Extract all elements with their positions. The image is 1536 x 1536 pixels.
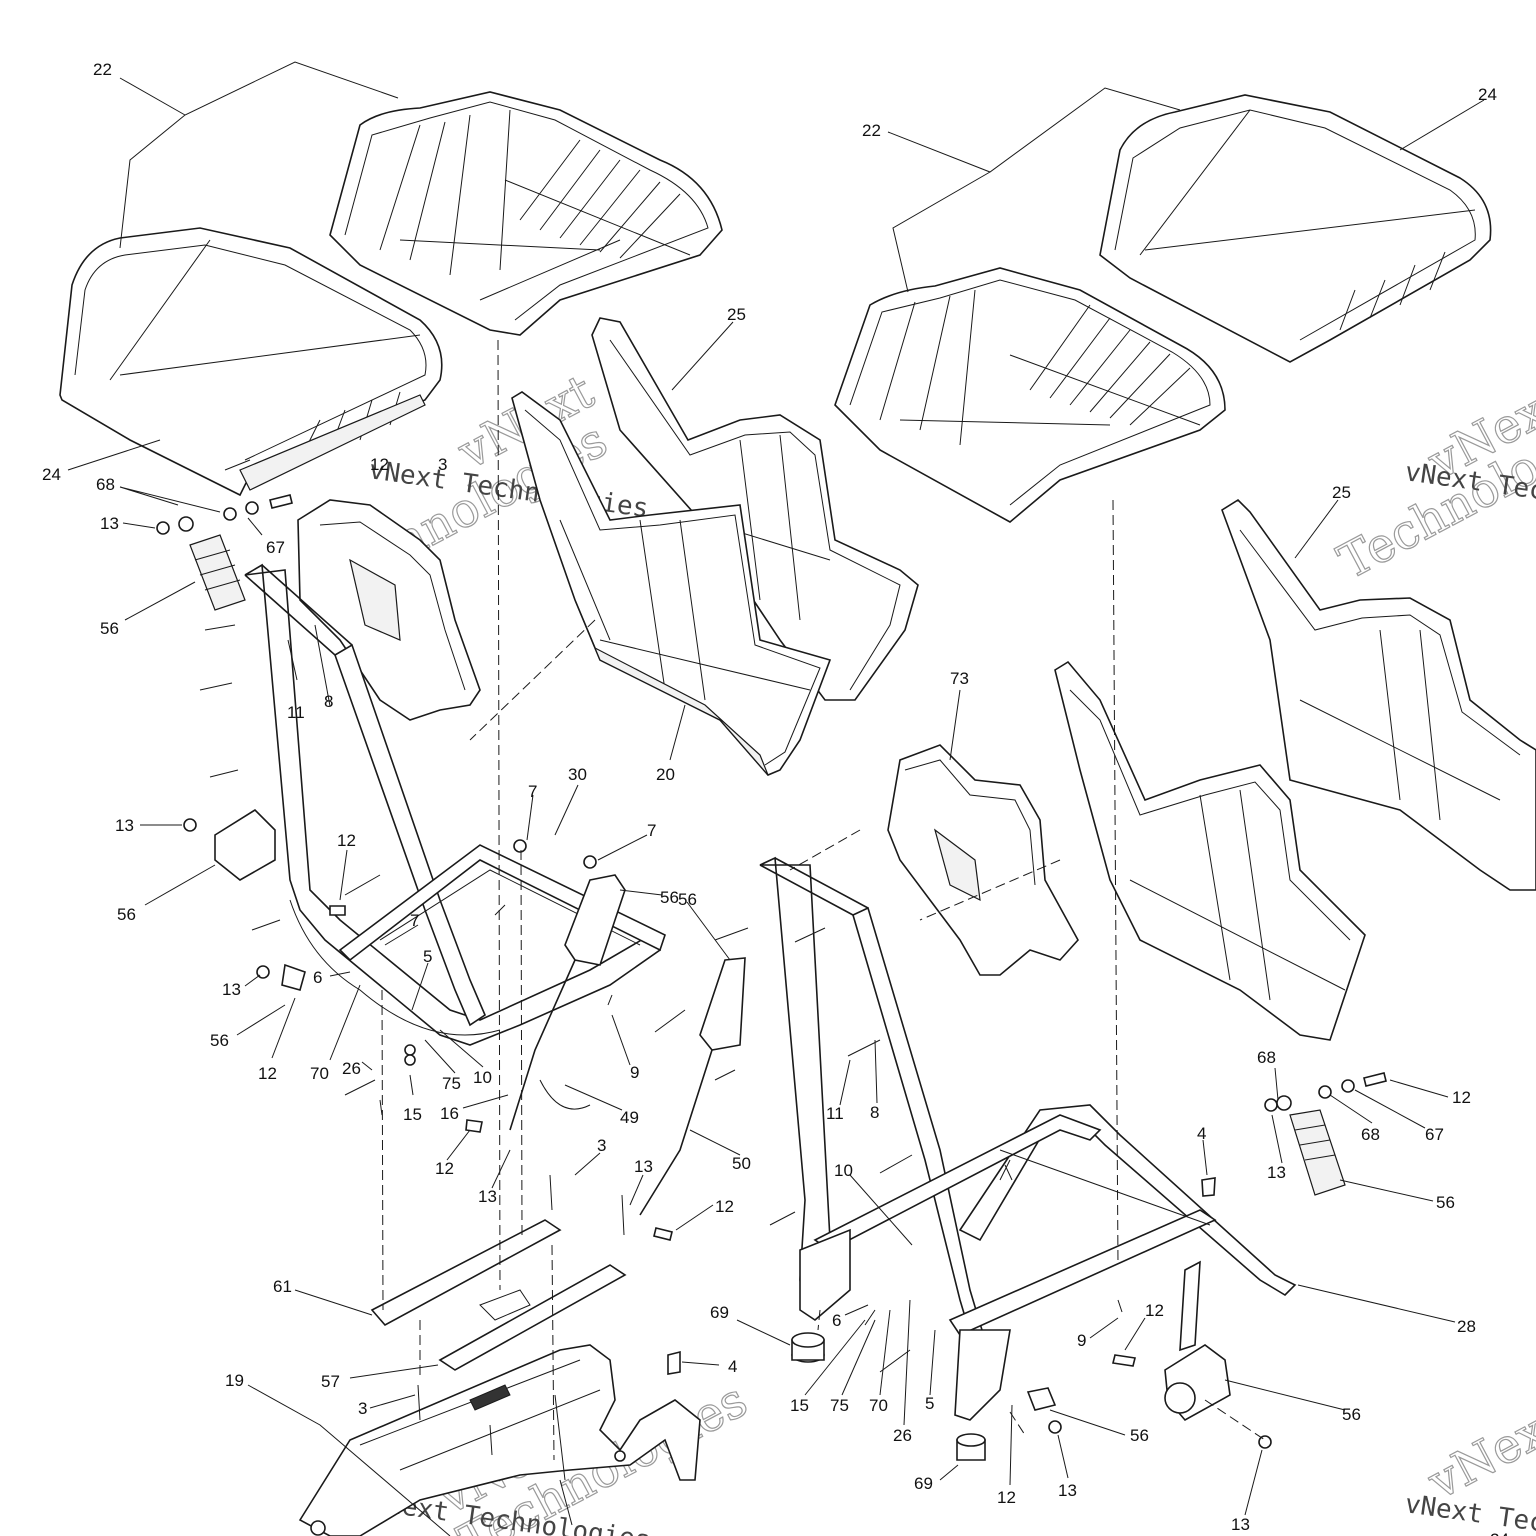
- callout-56: 56: [1342, 1405, 1361, 1424]
- callout-26: 26: [893, 1426, 912, 1445]
- callout-15: 15: [403, 1105, 422, 1124]
- leader-lines: [67, 61, 1485, 1536]
- callout-12: 12: [1452, 1088, 1471, 1107]
- callout-73: 73: [950, 669, 969, 688]
- seat-belt-50: [639, 957, 746, 1216]
- callout-49: 49: [620, 1108, 639, 1127]
- callout-13: 13: [222, 980, 241, 999]
- callout-13: 13: [100, 514, 119, 533]
- callout-10: 10: [473, 1068, 492, 1087]
- callout-11: 11: [826, 1104, 844, 1123]
- callout-11: 11: [287, 703, 305, 722]
- callout-70: 70: [310, 1064, 329, 1083]
- callout-7: 7: [528, 782, 537, 801]
- bolster-3-left: [297, 499, 481, 721]
- callout-8: 8: [870, 1103, 879, 1122]
- callout-75: 75: [442, 1074, 461, 1093]
- spacers-69: [791, 1332, 986, 1461]
- callout-70: 70: [869, 1396, 888, 1415]
- callout-56: 56: [678, 890, 697, 909]
- callout-12: 12: [1145, 1301, 1164, 1320]
- callout-3: 3: [438, 455, 447, 474]
- callout-69: 69: [710, 1303, 729, 1322]
- callout-4: 4: [1197, 1124, 1206, 1143]
- seat-cushion-right: [1099, 94, 1492, 363]
- callout-10: 10: [834, 1161, 853, 1180]
- callout-56: 56: [117, 905, 136, 924]
- callout-68: 68: [1361, 1125, 1380, 1144]
- callout-22: 22: [862, 121, 881, 140]
- callout-6: 6: [832, 1311, 841, 1330]
- callout-15: 15: [790, 1396, 809, 1415]
- callout-5: 5: [423, 947, 432, 966]
- callout-56: 56: [1436, 1193, 1455, 1212]
- seat-belt-49: [509, 874, 626, 1131]
- callout-13: 13: [478, 1187, 497, 1206]
- callout-28: 28: [1457, 1317, 1476, 1336]
- callout-12: 12: [997, 1488, 1016, 1507]
- seat-cushion-left: [59, 227, 443, 497]
- callout-3: 3: [358, 1399, 367, 1418]
- callout-13: 13: [1267, 1163, 1286, 1182]
- bolster-73-right: [887, 744, 1079, 976]
- callout-20: 20: [656, 765, 675, 784]
- callout-75: 75: [830, 1396, 849, 1415]
- callout-5: 5: [925, 1394, 934, 1413]
- callout-57: 57: [321, 1372, 340, 1391]
- callout-12: 12: [370, 455, 389, 474]
- callout-13: 13: [1231, 1515, 1250, 1534]
- callout-16: 16: [440, 1104, 459, 1123]
- hardware: [156, 494, 1387, 1536]
- callout-30: 30: [568, 765, 587, 784]
- callout-22: 22: [93, 60, 112, 79]
- callout-68: 68: [96, 475, 115, 494]
- callout-26: 26: [342, 1059, 361, 1078]
- callout-9: 9: [630, 1063, 639, 1082]
- callout-24: 24: [1478, 85, 1497, 104]
- callout-9: 9: [1077, 1331, 1086, 1350]
- callout-69: 69: [914, 1474, 933, 1493]
- callout-3: 3: [597, 1136, 606, 1155]
- seat-pan-right: [834, 267, 1226, 523]
- callout-67: 67: [1425, 1125, 1444, 1144]
- seat-rails-and-base: [298, 1219, 701, 1536]
- callout-8: 8: [324, 692, 333, 711]
- callout-12: 12: [435, 1159, 454, 1178]
- callout-56: 56: [660, 888, 679, 907]
- callout-13: 13: [1058, 1481, 1077, 1500]
- callout-19: 19: [225, 1371, 244, 1390]
- callout-13: 13: [115, 816, 134, 835]
- callout-labels: 22 24 22 24 25 25 24 68 13 67 12 3 56 11…: [42, 60, 1509, 1536]
- mount-blocks: [189, 534, 1346, 1422]
- callout-56: 56: [100, 619, 119, 638]
- callout-50: 50: [732, 1154, 751, 1173]
- callout-25: 25: [1332, 483, 1351, 502]
- seat-pan-left: [329, 91, 723, 336]
- callout-67: 67: [266, 538, 285, 557]
- callout-12: 12: [258, 1064, 277, 1083]
- callout-4: 4: [728, 1357, 737, 1376]
- callout-61: 61: [273, 1277, 292, 1296]
- callout-68: 68: [1257, 1048, 1276, 1067]
- seat-shell-right: [1054, 660, 1366, 1041]
- callout-7: 7: [647, 821, 656, 840]
- callout-6: 6: [313, 968, 322, 987]
- callout-24: 24: [1490, 1530, 1509, 1536]
- callout-24: 24: [42, 465, 61, 484]
- callout-13: 13: [634, 1157, 653, 1176]
- callout-12: 12: [337, 831, 356, 850]
- callout-7: 7: [410, 911, 419, 930]
- seat-back-25-right: [1221, 498, 1536, 891]
- callout-56: 56: [1130, 1426, 1149, 1445]
- callout-56: 56: [210, 1031, 229, 1050]
- callout-12: 12: [715, 1197, 734, 1216]
- alignment-lines: [381, 339, 1266, 1461]
- callout-25: 25: [727, 305, 746, 324]
- seat-shell-20-left: [511, 391, 832, 776]
